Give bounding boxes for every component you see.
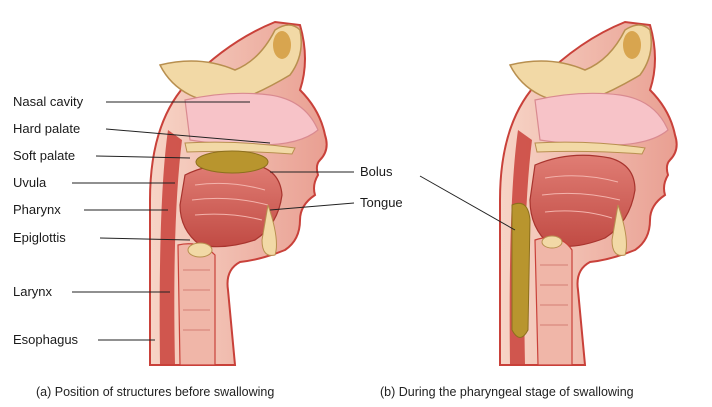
label-soft-palate: Soft palate bbox=[13, 149, 75, 162]
label-larynx: Larynx bbox=[13, 285, 52, 298]
panel-b-anatomy bbox=[500, 22, 677, 365]
label-tongue: Tongue bbox=[360, 196, 403, 209]
caption-a: (a) Position of structures before swallo… bbox=[36, 386, 274, 399]
panel-a-bolus bbox=[196, 151, 268, 173]
panel-a-sinus bbox=[273, 31, 291, 59]
label-nasal-cavity: Nasal cavity bbox=[13, 95, 83, 108]
label-hard-palate: Hard palate bbox=[13, 122, 80, 135]
panel-a-larynx bbox=[178, 244, 215, 365]
panel-b-bolus bbox=[512, 203, 530, 337]
panel-b-sinus bbox=[623, 31, 641, 59]
label-uvula: Uvula bbox=[13, 176, 46, 189]
panel-a-anatomy bbox=[150, 22, 327, 365]
label-epiglottis: Epiglottis bbox=[13, 231, 66, 244]
label-bolus: Bolus bbox=[360, 165, 393, 178]
label-esophagus: Esophagus bbox=[13, 333, 78, 346]
panel-b-larynx bbox=[535, 238, 572, 365]
caption-b: (b) During the pharyngeal stage of swall… bbox=[380, 386, 634, 399]
panel-b-epiglottis bbox=[542, 236, 562, 248]
label-pharynx: Pharynx bbox=[13, 203, 61, 216]
panel-a-epiglottis bbox=[188, 243, 212, 257]
